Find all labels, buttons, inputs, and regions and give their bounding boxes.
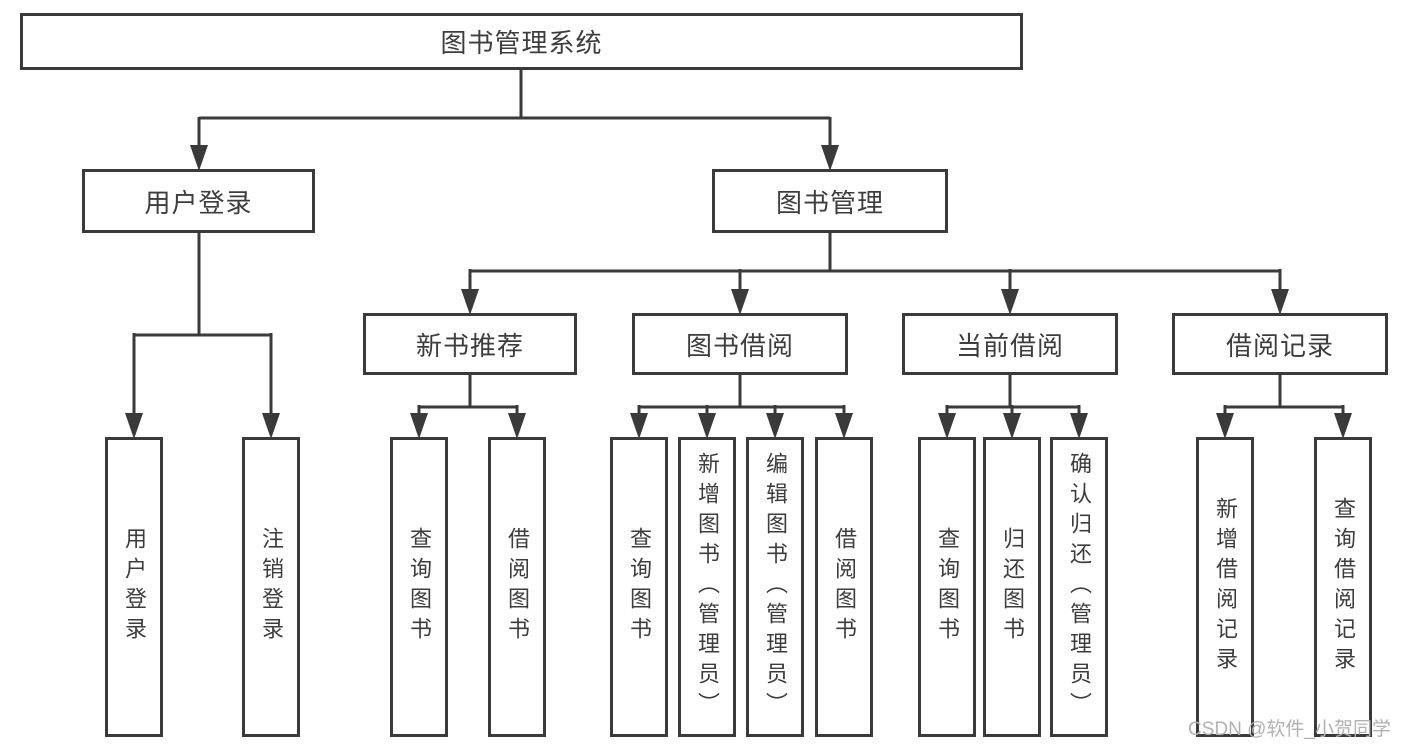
leaf-label: 查询图书: [627, 527, 652, 647]
leaf-label: 归还图书: [1000, 527, 1025, 647]
leaf-return-books: 归还图书: [983, 437, 1041, 737]
leaf-label: 查询图书: [407, 527, 432, 647]
leaf-edit-books-admin: 编辑图书（管理员）: [746, 437, 804, 737]
leaf-label: 新增借阅记录: [1213, 497, 1238, 677]
leaf-query-books-recommendation: 查询图书: [390, 437, 448, 737]
leaf-label: 新增图书（管理员）: [695, 452, 720, 722]
leaf-label: 查询借阅记录: [1331, 497, 1356, 677]
leaf-confirm-return-admin: 确认归还（管理员）: [1050, 437, 1108, 737]
node-user-login: 用户登录: [82, 169, 315, 233]
leaf-label: 用户登录: [122, 527, 147, 647]
node-new-book-recommendation: 新书推荐: [363, 313, 577, 375]
node-library-management-system: 图书管理系统: [20, 13, 1023, 70]
leaf-add-books-admin: 新增图书（管理员）: [678, 437, 736, 737]
watermark: CSDN @软件_小贺同学: [1188, 719, 1391, 740]
leaf-label: 注销登录: [259, 527, 284, 647]
leaf-label: 借阅图书: [505, 527, 530, 647]
node-borrowing-records: 借阅记录: [1172, 313, 1388, 375]
leaf-query-borrow-record: 查询借阅记录: [1314, 437, 1372, 737]
leaf-label: 查询图书: [935, 527, 960, 647]
leaf-label: 借阅图书: [832, 527, 857, 647]
node-label: 用户登录: [144, 187, 253, 218]
node-label: 图书管理: [775, 187, 884, 218]
leaf-add-borrow-record: 新增借阅记录: [1196, 437, 1254, 737]
leaf-query-books-borrowing: 查询图书: [610, 437, 668, 737]
node-current-borrowing: 当前借阅: [902, 313, 1118, 375]
node-label: 借阅记录: [1225, 330, 1334, 361]
node-book-borrowing: 图书借阅: [632, 313, 848, 375]
leaf-borrow-books: 借阅图书: [815, 437, 873, 737]
node-label: 图书借阅: [685, 330, 794, 361]
node-label: 新书推荐: [415, 330, 524, 361]
leaf-user-login: 用户登录: [105, 437, 163, 737]
leaf-borrow-books-recommendation: 借阅图书: [488, 437, 546, 737]
leaf-query-books-current: 查询图书: [918, 437, 976, 737]
node-label: 当前借阅: [955, 330, 1064, 361]
leaf-label: 编辑图书（管理员）: [763, 452, 788, 722]
leaf-label: 确认归还（管理员）: [1067, 452, 1092, 722]
node-book-management: 图书管理: [712, 169, 948, 233]
node-label: 图书管理系统: [440, 28, 603, 58]
leaf-logout: 注销登录: [242, 437, 300, 737]
